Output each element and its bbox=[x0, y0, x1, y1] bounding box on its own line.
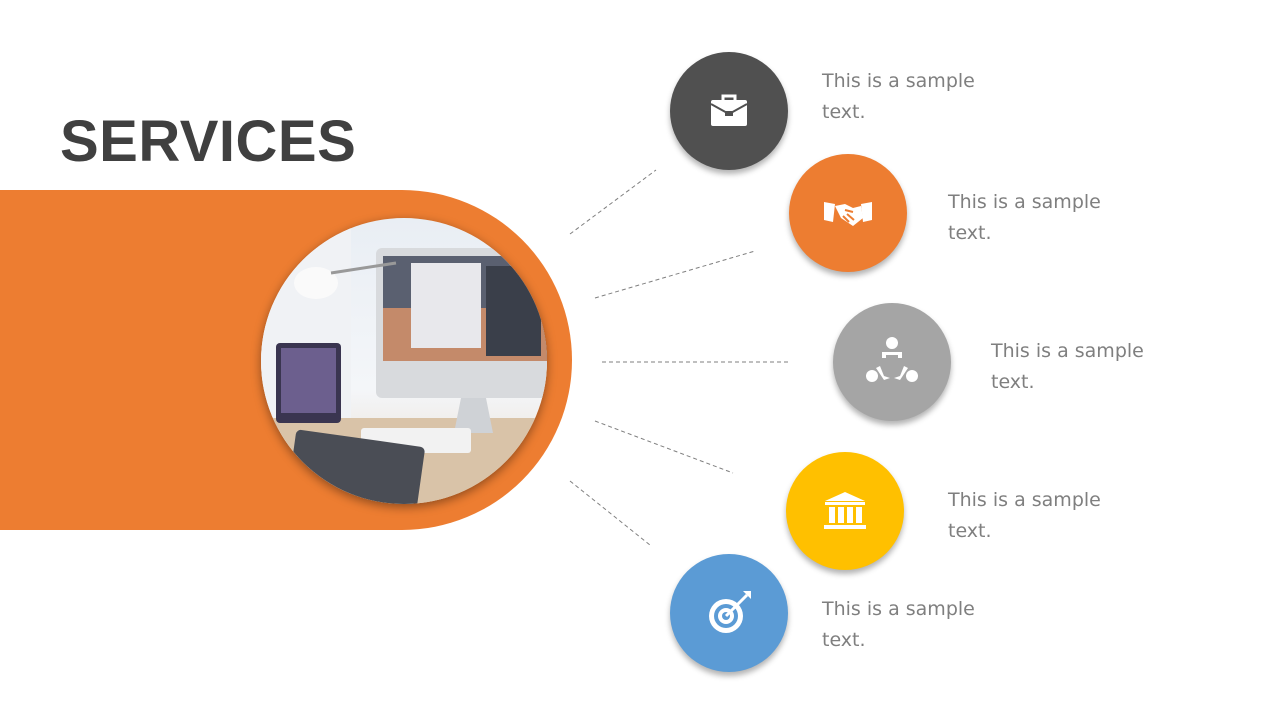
service-circle-4 bbox=[786, 452, 904, 570]
briefcase-icon bbox=[710, 94, 748, 126]
service-text-4: This is a sample text. bbox=[948, 489, 1101, 542]
service-text-2: This is a sample text. bbox=[948, 191, 1101, 244]
bank-icon bbox=[824, 492, 866, 529]
target-icon bbox=[709, 591, 751, 633]
service-circle-5 bbox=[670, 554, 788, 672]
service-circle-3 bbox=[833, 303, 951, 421]
service-text-3: This is a sample text. bbox=[991, 340, 1144, 393]
handshake-icon bbox=[824, 202, 872, 226]
service-circle-1 bbox=[670, 52, 788, 170]
service-circle-2 bbox=[789, 154, 907, 272]
slide-title: SERVICES bbox=[60, 109, 357, 174]
service-text-1: This is a sample text. bbox=[822, 70, 975, 123]
team-meeting-icon bbox=[866, 337, 918, 382]
service-text-5: This is a sample text. bbox=[822, 598, 975, 651]
